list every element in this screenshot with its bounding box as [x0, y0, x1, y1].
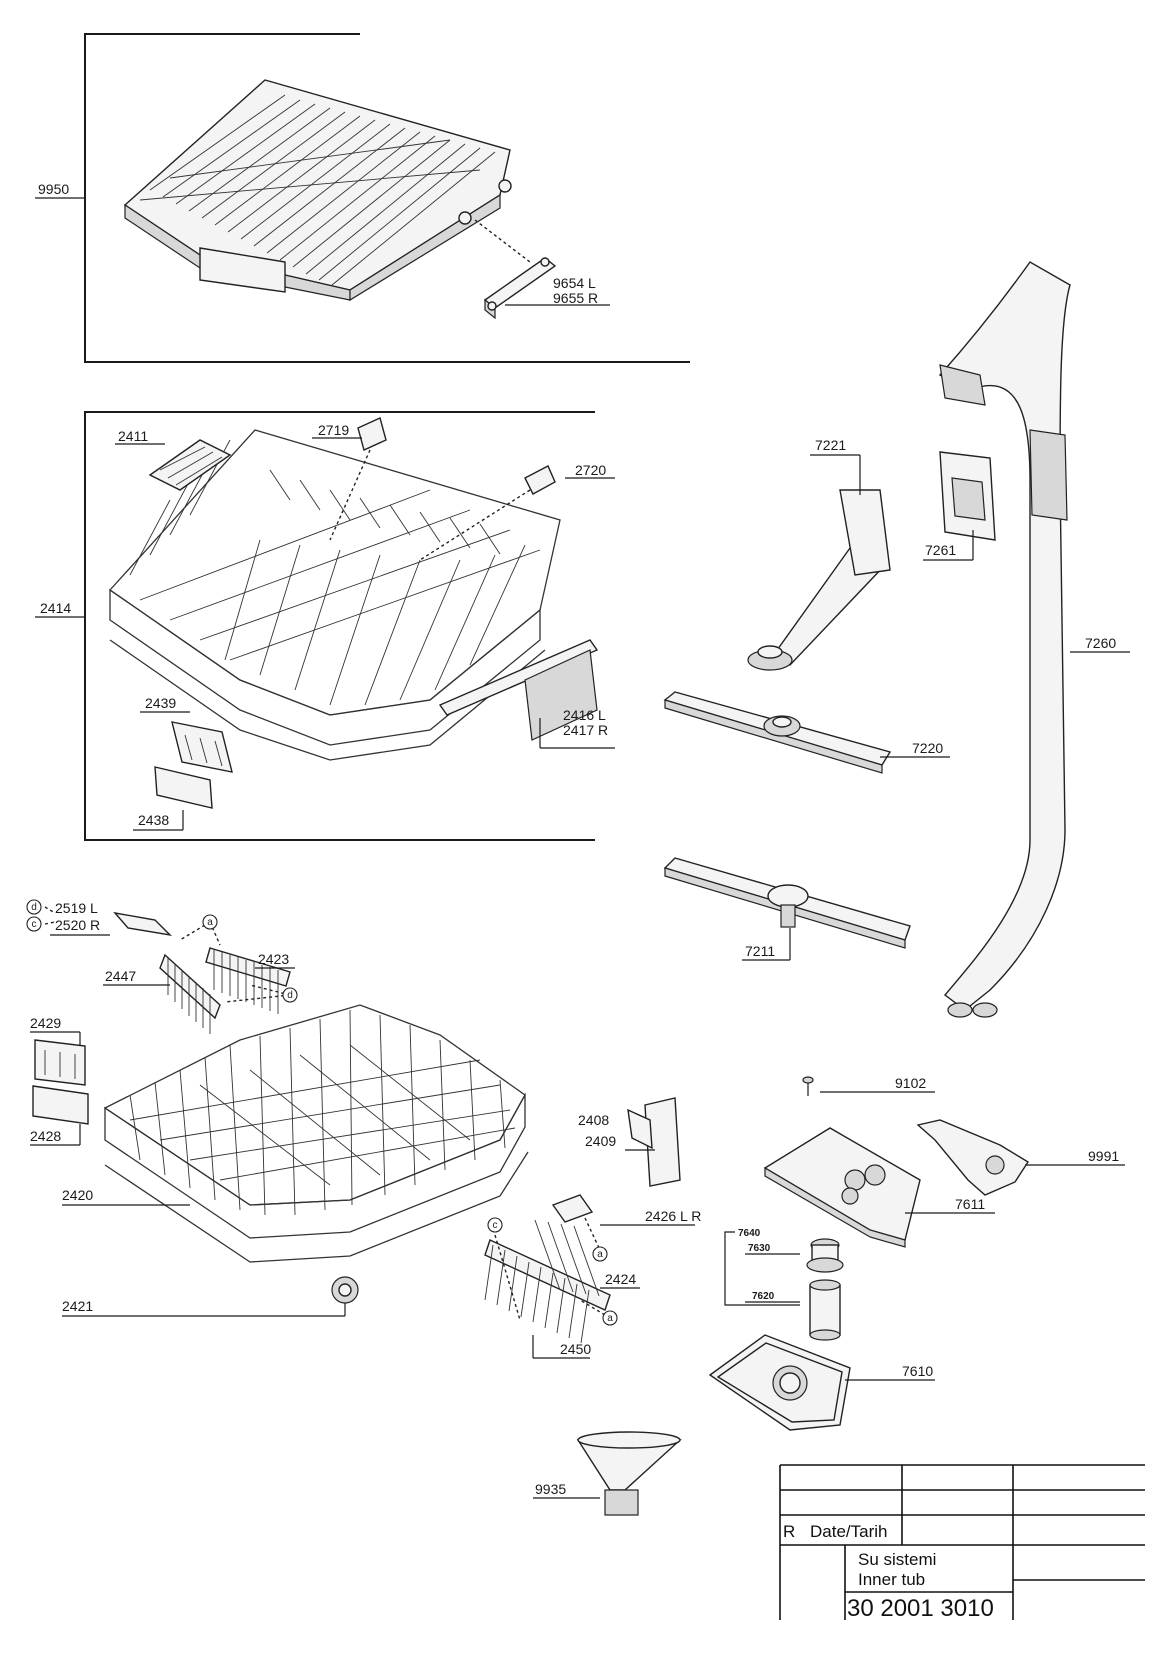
svg-text:a: a: [607, 1313, 613, 1324]
part-7620-fine-filter: [809, 1279, 841, 1341]
label-2520: 2520 R: [55, 917, 100, 933]
label-7211: 7211: [745, 943, 775, 959]
label-2429: 2429: [30, 1015, 61, 1031]
title-block-name-en: Inner tub: [858, 1570, 925, 1589]
label-7221: 7221: [815, 437, 846, 453]
part-7261-bracket: [939, 451, 996, 541]
label-7261: 7261: [925, 542, 956, 558]
part-2429-holder: [34, 1039, 86, 1086]
label-9935: 9935: [535, 1481, 566, 1497]
svg-text:d: d: [287, 990, 293, 1001]
label-2439: 2439: [145, 695, 176, 711]
part-2408-2409-bracket: [627, 1097, 681, 1187]
frame-upper-basket: [35, 411, 595, 841]
label-2411: 2411: [118, 428, 148, 444]
part-2447-tine-row: [159, 953, 221, 1034]
callout-a-3: a: [602, 1310, 618, 1326]
part-2439-holder: [171, 721, 233, 773]
frame-cutlery-tray: [35, 33, 690, 363]
part-9654-slider: [483, 257, 557, 320]
label-2420: 2420: [62, 1187, 93, 1203]
part-2411-clip: [148, 439, 232, 491]
label-7260: 7260: [1085, 635, 1116, 651]
label-2416: 2416 L: [563, 707, 606, 723]
part-2426-clip: [551, 1194, 594, 1223]
part-2519-2520-wheel-holder: [113, 911, 173, 937]
lower-basket-part: [103, 1004, 529, 1263]
callout-a-1: a: [202, 914, 218, 930]
label-2417: 2417 R: [563, 722, 608, 738]
title-block-name-tr: Su sistemi: [858, 1550, 936, 1569]
label-7620: 7620: [752, 1291, 775, 1302]
callout-a-2: a: [592, 1246, 608, 1262]
callout-d-1: d: [282, 987, 298, 1003]
svg-text:c: c: [32, 919, 37, 930]
svg-text:c: c: [493, 1220, 498, 1231]
callout-c-2: c: [487, 1217, 503, 1233]
part-7260-long-pipe: [938, 261, 1071, 1018]
part-2421-wheel: [331, 1276, 359, 1304]
part-7610-filter-mesh: [708, 1334, 851, 1431]
label-7630: 7630: [748, 1243, 771, 1254]
part-2719-clip: [357, 417, 387, 451]
cutlery-tray-part: [123, 79, 512, 302]
label-9655: 9655 R: [553, 290, 598, 306]
part-7221-upper-arm-pipe: [747, 489, 891, 671]
part-7211-lower-spray-arm: [663, 857, 911, 949]
label-2408: 2408: [578, 1112, 609, 1128]
label-2409: 2409: [585, 1133, 616, 1149]
part-2424-2450-tine-row: [484, 1219, 611, 1344]
svg-text:a: a: [597, 1249, 603, 1260]
label-7610: 7610: [902, 1363, 933, 1379]
label-2450: 2450: [560, 1341, 591, 1357]
label-2426: 2426 L R: [645, 1208, 701, 1224]
part-7630-coarse-filter: [806, 1238, 844, 1273]
label-2424: 2424: [605, 1271, 636, 1287]
label-2720: 2720: [575, 462, 606, 478]
part-9102-screw: [802, 1076, 814, 1096]
svg-text:a: a: [207, 917, 213, 928]
title-block-date-label: Date/Tarih: [810, 1522, 887, 1541]
label-7640: 7640: [738, 1228, 761, 1239]
label-7611: 7611: [955, 1196, 985, 1212]
label-2719: 2719: [318, 422, 349, 438]
part-7220-upper-spray-arm: [663, 691, 892, 774]
title-block: [779, 1464, 1145, 1620]
part-2720-clip: [524, 465, 556, 495]
label-2447: 2447: [105, 968, 136, 984]
label-9102: 9102: [895, 1075, 926, 1091]
label-2421: 2421: [62, 1298, 93, 1314]
callout-c-1: c: [26, 916, 42, 932]
label-2428: 2428: [30, 1128, 61, 1144]
label-2414: 2414: [40, 600, 71, 616]
label-9654: 9654 L: [553, 275, 596, 291]
part-2428-handle: [32, 1085, 89, 1125]
svg-text:d: d: [31, 902, 37, 913]
part-9991-arm-mount: [916, 1119, 1029, 1196]
title-block-part-number: 30 2001 3010: [847, 1595, 994, 1622]
title-block-revision: R: [783, 1522, 795, 1541]
callout-d-2: d: [26, 899, 42, 915]
label-9950: 9950: [38, 181, 69, 197]
label-9991: 9991: [1088, 1148, 1119, 1164]
part-9935-funnel: [576, 1431, 682, 1516]
label-2519: 2519 L: [55, 900, 98, 916]
label-7220: 7220: [912, 740, 943, 756]
label-2438: 2438: [138, 812, 169, 828]
part-7611-cover-plate: [763, 1127, 921, 1248]
label-2423: 2423: [258, 951, 289, 967]
part-2438-handle: [154, 766, 213, 809]
